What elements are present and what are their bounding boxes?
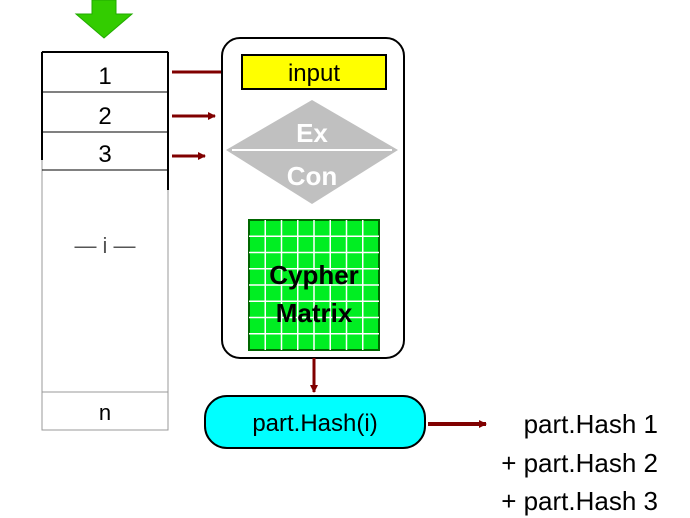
- entry-arrow-icon: [74, 0, 134, 39]
- block-cell-n: n: [99, 400, 111, 425]
- excon-top-label: Ex: [296, 118, 328, 148]
- result-line-2: + part.Hash 2: [501, 448, 658, 478]
- matrix-label-cypher: Cypher: [269, 260, 359, 290]
- excon-bottom-label: Con: [287, 161, 338, 191]
- excon-diamond: Ex Con: [226, 100, 398, 204]
- cypher-matrix: Cypher Matrix: [248, 219, 380, 351]
- block-cell-3: 3: [98, 141, 111, 168]
- block-cell-i: — i —: [74, 233, 135, 258]
- input-box: [241, 54, 387, 90]
- hash-pill-label: part.Hash(i): [252, 410, 377, 437]
- block-column: 1 2 3 — i — n: [41, 51, 169, 431]
- result-line-1: part.Hash 1: [524, 409, 658, 439]
- block-cell-2: 2: [98, 103, 111, 130]
- input-label: input: [288, 60, 340, 87]
- matrix-label-matrix: Matrix: [276, 298, 353, 328]
- hash-pill: [204, 395, 426, 449]
- result-line-3: + part.Hash 3: [501, 486, 658, 516]
- block-cell-1: 1: [98, 63, 111, 90]
